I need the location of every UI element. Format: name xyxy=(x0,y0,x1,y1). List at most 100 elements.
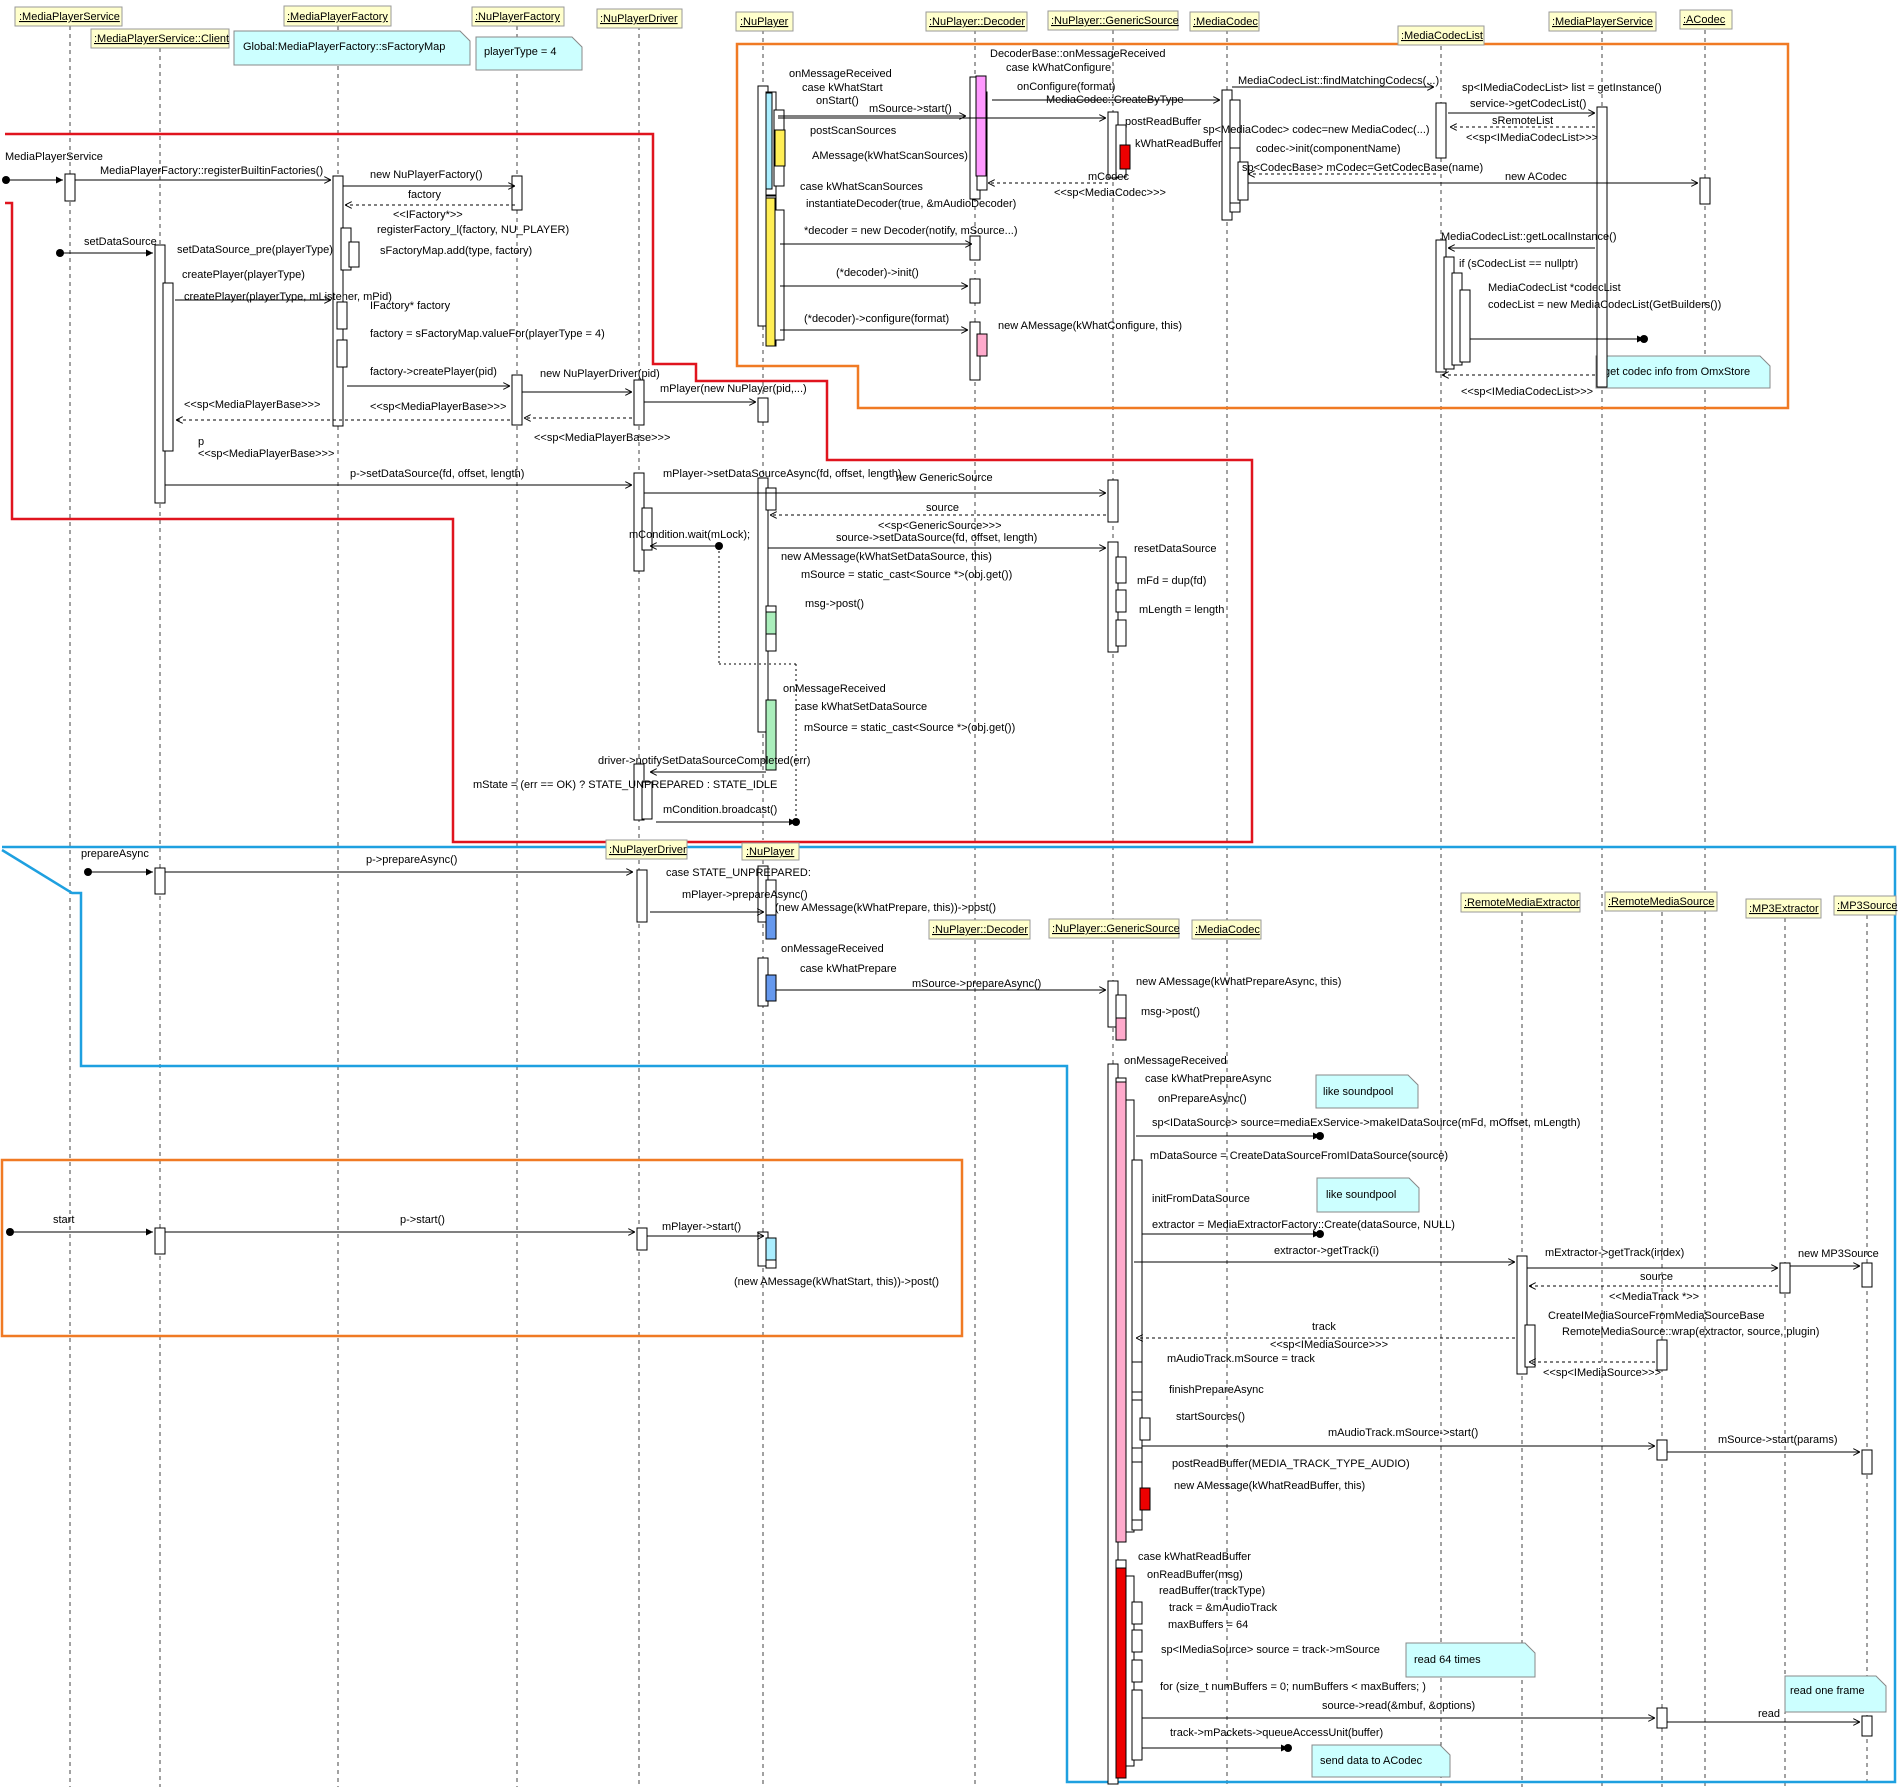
svg-text:new MP3Source: new MP3Source xyxy=(1798,1248,1879,1260)
svg-text:<<sp<IMediaSource>>>: <<sp<IMediaSource>>> xyxy=(1270,1339,1388,1351)
svg-text::NuPlayer::Decoder: :NuPlayer::Decoder xyxy=(932,924,1028,936)
svg-text:onMessageReceived: onMessageReceived xyxy=(781,943,884,955)
participant-header: :MediaPlayerService xyxy=(1548,11,1657,32)
svg-text:mCondition.broadcast(): mCondition.broadcast() xyxy=(663,804,777,816)
participant-header: :NuPlayer::Decoder xyxy=(925,11,1028,32)
svg-text:p->setDataSource(fd, offset, l: p->setDataSource(fd, offset, length) xyxy=(350,468,524,480)
svg-text:p->prepareAsync(): p->prepareAsync() xyxy=(366,854,457,866)
svg-text:initFromDataSource: initFromDataSource xyxy=(1152,1193,1250,1205)
svg-text:mSource = static_cast<Source *: mSource = static_cast<Source *>(obj.get(… xyxy=(801,569,1012,581)
participant-header: :NuPlayerDriver xyxy=(605,839,688,860)
participant-header: :MediaPlayerService::Client xyxy=(90,28,230,49)
svg-text::NuPlayer: :NuPlayer xyxy=(740,16,789,28)
frames xyxy=(0,42,1897,1784)
svg-text:<<sp<IMediaCodecList>>>: <<sp<IMediaCodecList>>> xyxy=(1466,132,1598,144)
svg-text:factory = sFactoryMap.valueFor: factory = sFactoryMap.valueFor(playerTyp… xyxy=(370,328,605,340)
svg-text:extractor->getTrack(i): extractor->getTrack(i) xyxy=(1274,1245,1379,1257)
svg-text:prepareAsync: prepareAsync xyxy=(81,848,149,860)
svg-text::MediaPlayerService: :MediaPlayerService xyxy=(19,11,120,23)
svg-text:mPlayer(new NuPlayer(pid,...): mPlayer(new NuPlayer(pid,...) xyxy=(660,383,807,395)
svg-text:mSource->start(params): mSource->start(params) xyxy=(1718,1434,1838,1446)
participant-header: :NuPlayerDriver xyxy=(596,8,683,29)
svg-text:mDataSource = CreateDataSource: mDataSource = CreateDataSourceFromIDataS… xyxy=(1150,1150,1448,1162)
svg-text:postReadBuffer: postReadBuffer xyxy=(1125,116,1202,128)
svg-text:sp<IDataSource> source=mediaEx: sp<IDataSource> source=mediaExService->m… xyxy=(1152,1117,1580,1129)
svg-text:mSource->prepareAsync(): mSource->prepareAsync() xyxy=(912,978,1041,990)
svg-text:codecList = new MediaCodecList: codecList = new MediaCodecList(GetBuilde… xyxy=(1488,299,1721,311)
svg-text:setDataSource_pre(playerType): setDataSource_pre(playerType) xyxy=(177,244,333,256)
svg-text::MP3Source: :MP3Source xyxy=(1837,900,1898,912)
svg-text:like soundpool: like soundpool xyxy=(1323,1086,1393,1098)
svg-text:send data to ACodec: send data to ACodec xyxy=(1320,1755,1423,1767)
svg-text:service->getCodecList(): service->getCodecList() xyxy=(1470,98,1586,110)
svg-text:AMessage(kWhatScanSources): AMessage(kWhatScanSources) xyxy=(812,150,968,162)
message-lines xyxy=(6,87,1860,1752)
svg-text:startSources(): startSources() xyxy=(1176,1411,1245,1423)
svg-text:factory->createPlayer(pid): factory->createPlayer(pid) xyxy=(370,366,497,378)
svg-text:new AMessage(kWhatPrepareAsync: new AMessage(kWhatPrepareAsync, this) xyxy=(1136,976,1341,988)
svg-text:p: p xyxy=(198,436,204,448)
svg-text:<<sp<IMediaCodecList>>>: <<sp<IMediaCodecList>>> xyxy=(1461,386,1593,398)
participant-header: :NuPlayerFactory xyxy=(471,6,565,27)
svg-text:mAudioTrack.mSource = track: mAudioTrack.mSource = track xyxy=(1167,1353,1315,1365)
svg-text:onMessageReceived: onMessageReceived xyxy=(789,68,892,80)
svg-text:<<sp<IMediaSource>>>: <<sp<IMediaSource>>> xyxy=(1543,1367,1661,1379)
note-player-type: playerType = 4 xyxy=(475,36,583,71)
svg-text:extractor = MediaExtractorFact: extractor = MediaExtractorFactory::Creat… xyxy=(1152,1219,1455,1231)
svg-text:<<sp<MediaCodec>>>: <<sp<MediaCodec>>> xyxy=(1054,187,1166,199)
message-labels: MediaPlayerService MediaPlayerFactory::r… xyxy=(5,48,1879,1739)
svg-text:postReadBuffer(MEDIA_TRACK_TYP: postReadBuffer(MEDIA_TRACK_TYPE_AUDIO) xyxy=(1172,1458,1410,1470)
svg-text:new AMessage(kWhatReadBuffer,: new AMessage(kWhatReadBuffer, this) xyxy=(1174,1480,1365,1492)
svg-text:sp<CodecBase> mCodec=GetCodecB: sp<CodecBase> mCodec=GetCodecBase(name) xyxy=(1242,162,1483,174)
svg-text:<<sp<GenericSource>>>: <<sp<GenericSource>>> xyxy=(878,520,1002,532)
svg-text:maxBuffers = 64: maxBuffers = 64 xyxy=(1168,1619,1248,1631)
svg-text:mCondition.wait(mLock);: mCondition.wait(mLock); xyxy=(629,529,750,541)
svg-text:finishPrepareAsync: finishPrepareAsync xyxy=(1169,1384,1264,1396)
svg-text:new NuPlayerFactory(): new NuPlayerFactory() xyxy=(370,169,482,181)
svg-text:postScanSources: postScanSources xyxy=(810,125,897,137)
svg-text:mCodec: mCodec xyxy=(1088,171,1129,183)
participant-header: :ACodec xyxy=(1679,9,1733,30)
svg-text:case STATE_UNPREPARED:: case STATE_UNPREPARED: xyxy=(666,867,811,879)
svg-text:MediaPlayerFactory::registerBu: MediaPlayerFactory::registerBuiltinFacto… xyxy=(100,165,323,177)
svg-text:DecoderBase::onMessageReceived: DecoderBase::onMessageReceived xyxy=(990,48,1166,60)
svg-text:sp<IMediaSource> source = trac: sp<IMediaSource> source = track->mSource xyxy=(1161,1644,1380,1656)
svg-text:source: source xyxy=(926,502,959,514)
svg-text:mFd = dup(fd): mFd = dup(fd) xyxy=(1137,575,1206,587)
participant-header: :NuPlayer::Decoder xyxy=(928,919,1031,940)
participant-header: :MediaCodec xyxy=(1191,919,1262,940)
note-factory-map: Global:MediaPlayerFactory::sFactoryMap xyxy=(233,30,471,66)
svg-text:case kWhatStart: case kWhatStart xyxy=(802,82,883,94)
svg-text:<<sp<MediaPlayerBase>>>: <<sp<MediaPlayerBase>>> xyxy=(534,432,670,444)
svg-text::NuPlayerDriver: :NuPlayerDriver xyxy=(600,13,678,25)
svg-text:MediaCodecList::getLocalInstan: MediaCodecList::getLocalInstance() xyxy=(1441,231,1616,243)
svg-text:onConfigure(format): onConfigure(format) xyxy=(1017,81,1115,93)
svg-text:case kWhatPrepare: case kWhatPrepare xyxy=(800,963,897,975)
start-dots xyxy=(2,176,1648,1752)
note-omxstore: get codec info from OmxStore xyxy=(1595,355,1771,389)
svg-text:sp<IMediaCodecList> list = get: sp<IMediaCodecList> list = getInstance() xyxy=(1462,82,1662,94)
svg-text:registerFactory_l(factory, NU_: registerFactory_l(factory, NU_PLAYER) xyxy=(377,224,569,236)
participant-header: :MediaCodec xyxy=(1189,11,1260,32)
svg-text:onReadBuffer(msg): onReadBuffer(msg) xyxy=(1147,1569,1243,1581)
svg-text:MediaCodec::CreateByType: MediaCodec::CreateByType xyxy=(1046,94,1184,106)
svg-text:codec->init(componentName): codec->init(componentName) xyxy=(1256,143,1401,155)
svg-text:mPlayer->setDataSourceAsync(fd: mPlayer->setDataSourceAsync(fd, offset, … xyxy=(663,468,902,480)
svg-text:for (size_t numBuffers = 0; nu: for (size_t numBuffers = 0; numBuffers <… xyxy=(1160,1681,1426,1693)
svg-text:mPlayer->prepareAsync(): mPlayer->prepareAsync() xyxy=(682,889,808,901)
svg-text:case kWhatScanSources: case kWhatScanSources xyxy=(800,181,923,193)
svg-text:new AMessage(kWhatSetDataSourc: new AMessage(kWhatSetDataSource, this) xyxy=(781,551,992,563)
participant-header: :NuPlayer::GenericSource xyxy=(1047,10,1179,31)
svg-text:onMessageReceived: onMessageReceived xyxy=(1124,1055,1227,1067)
participant-headers: :MediaPlayerService :MediaPlayerService:… xyxy=(14,5,1898,940)
svg-text::MediaPlayerService::Client: :MediaPlayerService::Client xyxy=(94,33,229,45)
svg-text:onMessageReceived: onMessageReceived xyxy=(783,683,886,695)
svg-text:new AMessage(kWhatConfigure, t: new AMessage(kWhatConfigure, this) xyxy=(998,320,1182,332)
svg-text::MP3Extractor: :MP3Extractor xyxy=(1749,903,1819,915)
participant-header: :RemoteMediaExtractor xyxy=(1460,892,1581,913)
svg-text:Global:MediaPlayerFactory::sFa: Global:MediaPlayerFactory::sFactoryMap xyxy=(243,41,445,53)
svg-text::NuPlayer: :NuPlayer xyxy=(746,846,795,858)
svg-text:createPlayer(playerType, mList: createPlayer(playerType, mListener, mPid… xyxy=(184,291,392,303)
svg-text:msg->post(): msg->post() xyxy=(805,598,864,610)
svg-text::MediaCodec: :MediaCodec xyxy=(1195,924,1260,936)
